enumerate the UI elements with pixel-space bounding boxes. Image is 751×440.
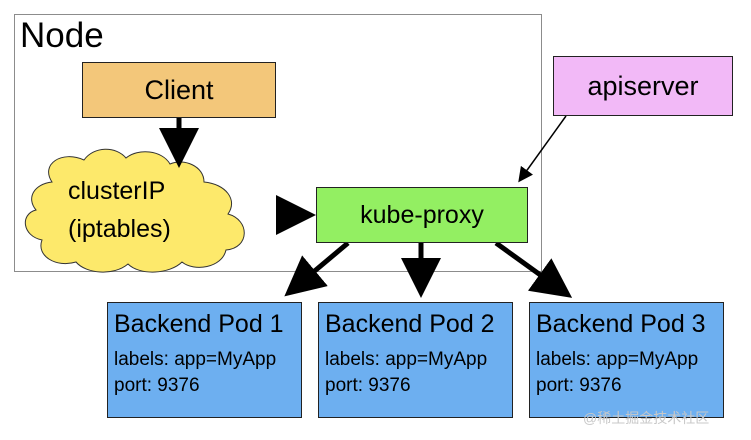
apiserver-label: apiserver: [587, 70, 699, 101]
pod-port: port: 9376: [325, 375, 411, 396]
pod-labels: labels: app=MyApp: [325, 349, 488, 370]
kube-proxy-label: kube-proxy: [360, 200, 484, 229]
kube-proxy-box: kube-proxy: [316, 187, 528, 243]
kubeproxy-to-pod3-arrow: [494, 240, 573, 298]
backend-pod-1: Backend Pod 1 labels: app=MyApp port: 93…: [107, 302, 302, 418]
cluster-ip-sublabel: (iptables): [68, 215, 171, 243]
kubeproxy-to-pod1-arrow: [284, 241, 350, 297]
watermark: @稀土掘金技术社区: [583, 410, 710, 426]
pod-port: port: 9376: [536, 375, 622, 396]
cluster-ip-text: clusterIP (iptables): [68, 172, 171, 248]
backend-pod-2: Backend Pod 2 labels: app=MyApp port: 93…: [318, 302, 513, 418]
pod-title: Backend Pod 1: [114, 310, 284, 338]
pod-port: port: 9376: [114, 375, 200, 396]
pod-title: Backend Pod 2: [325, 310, 495, 338]
backend-pod-3: Backend Pod 3 labels: app=MyApp port: 93…: [529, 302, 724, 418]
pod-labels: labels: app=MyApp: [536, 349, 699, 370]
pod-title: Backend Pod 3: [536, 310, 706, 338]
apiserver-to-kubeproxy-arrow: [518, 115, 567, 183]
client-label: Client: [144, 74, 214, 105]
cluster-ip-cloud: [25, 148, 245, 273]
client-box: Client: [82, 62, 276, 118]
pod-labels: labels: app=MyApp: [114, 349, 277, 370]
cluster-ip-label: clusterIP: [68, 177, 166, 205]
node-label: Node: [20, 16, 104, 55]
apiserver-box: apiserver: [553, 56, 733, 116]
